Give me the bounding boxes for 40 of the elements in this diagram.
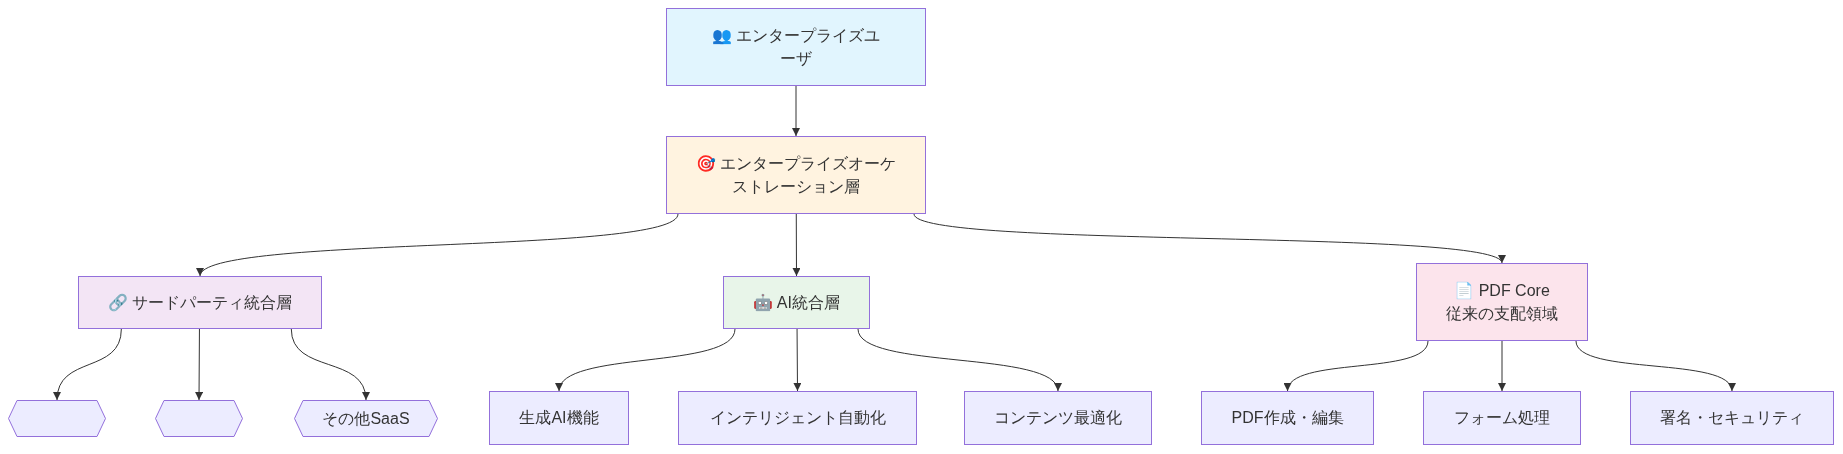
node-label: インテリジェント自動化 bbox=[709, 408, 886, 429]
node-label: 署名・セキュリティ bbox=[1660, 408, 1804, 429]
node-label: 🎯 エンタープライズオーケストレーション層 bbox=[695, 153, 897, 197]
node-label: フォーム処理 bbox=[1454, 408, 1550, 429]
arrow bbox=[792, 213, 801, 277]
feature-box bbox=[964, 391, 1152, 445]
feature-box bbox=[1630, 391, 1834, 445]
arrow bbox=[792, 85, 800, 137]
feature-box bbox=[489, 391, 629, 445]
hexagon-node bbox=[294, 400, 438, 437]
arrow bbox=[913, 213, 1503, 264]
hexagon-node bbox=[155, 400, 243, 437]
arrow bbox=[793, 328, 802, 392]
layer-box bbox=[723, 276, 870, 329]
layer-box bbox=[1416, 263, 1588, 341]
node-subtitle: 従来の支配領域 bbox=[1446, 304, 1558, 324]
node-label: 📄 PDF Core bbox=[1454, 280, 1550, 301]
arrow bbox=[1286, 340, 1429, 392]
node-label: 🔗 サードパーティ統合層 bbox=[107, 292, 293, 313]
node-label: 生成AI機能 bbox=[519, 408, 599, 429]
hexagon-node bbox=[8, 400, 106, 437]
feature-box bbox=[678, 391, 917, 445]
arrow bbox=[54, 328, 122, 401]
node-label: 🤖 AI統合層 bbox=[753, 292, 840, 313]
arrow bbox=[290, 328, 369, 401]
layer-box bbox=[666, 136, 926, 214]
feature-box bbox=[1201, 391, 1374, 445]
layer-box bbox=[78, 276, 322, 329]
arrow bbox=[195, 328, 204, 401]
arrow bbox=[1575, 340, 1733, 392]
arrow bbox=[1498, 340, 1506, 392]
node-label: その他SaaS bbox=[322, 408, 410, 429]
node-label: コンテンツ最適化 bbox=[994, 408, 1122, 429]
node-label: 👥 エンタープライズユーザ bbox=[710, 25, 882, 69]
user-box bbox=[666, 8, 926, 86]
arrow bbox=[558, 328, 736, 392]
feature-box bbox=[1423, 391, 1581, 445]
arrow bbox=[857, 328, 1059, 392]
node-label: PDF作成・編集 bbox=[1231, 408, 1344, 429]
arrow bbox=[199, 213, 679, 277]
